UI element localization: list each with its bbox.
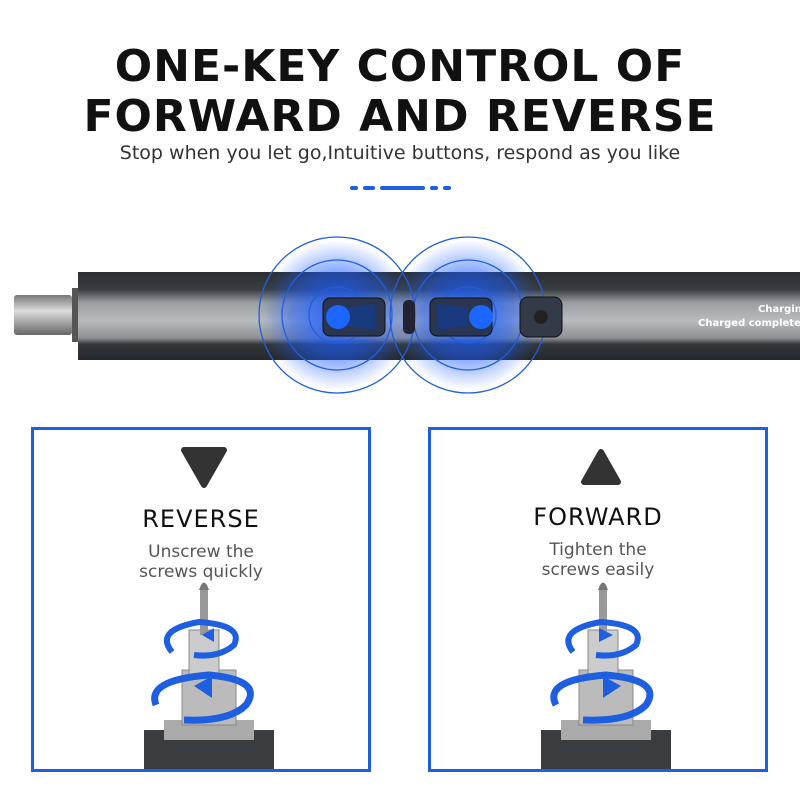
charged-complete-label: Charged complete: [698, 318, 800, 329]
screwdriver-pen-illustration: [14, 236, 800, 394]
reverse-desc-line-1: Unscrew the: [148, 542, 254, 562]
screwdriver-bit-forward-illustration: [541, 582, 671, 769]
reverse-title: REVERSE: [142, 505, 260, 533]
forward-desc-line-1: Tighten the: [549, 540, 647, 560]
forward-title: FORWARD: [533, 503, 663, 531]
subtitle: Stop when you let go,Intuitive buttons, …: [119, 142, 681, 164]
charging-label: Chargin: [758, 304, 800, 315]
triangle-down-icon: [181, 447, 227, 488]
screwdriver-bit-reverse-illustration: [144, 582, 274, 769]
reverse-desc-line-2: screws quickly: [139, 562, 263, 582]
triangle-up-icon: [581, 449, 621, 485]
forward-desc-line-2: screws easily: [541, 560, 655, 580]
headline-line-2: FORWARD AND REVERSE: [83, 91, 717, 142]
headline-line-1: ONE-KEY CONTROL OF: [114, 41, 686, 92]
forward-card: FORWARD Tighten the screws easily: [428, 427, 768, 772]
reverse-card: REVERSE Unscrew the screws quickly: [31, 427, 371, 772]
